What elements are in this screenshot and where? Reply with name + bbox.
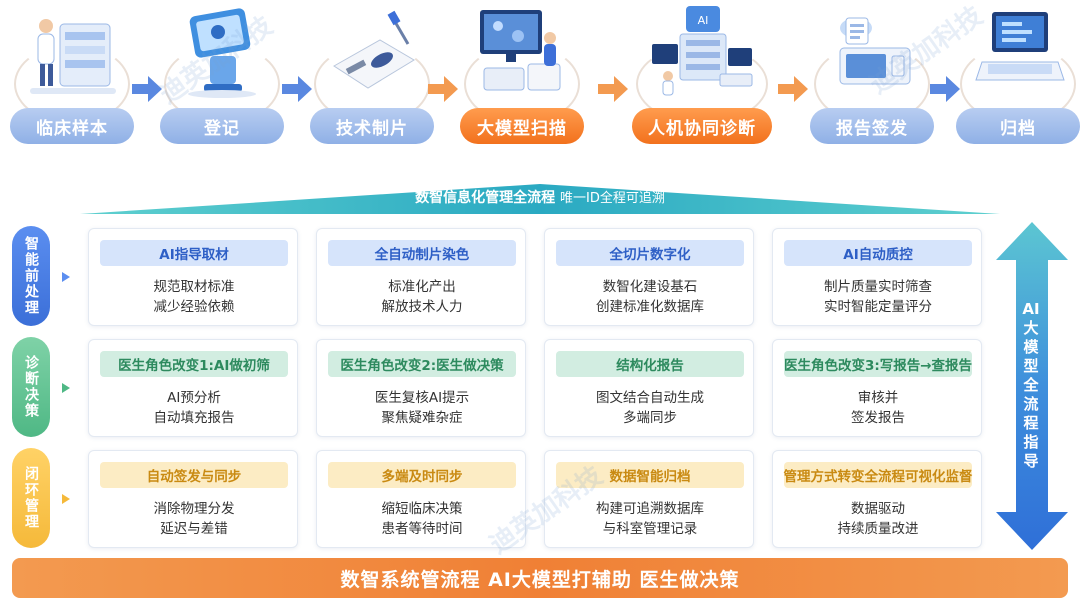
card-ai-sampling: AI指导取材 规范取材标准减少经验依赖 [88,228,298,326]
card-role-change-3: 医生角色改变3:写报告→查报告 审核并签发报告 [772,339,982,437]
card-title: 全自动制片染色 [328,240,516,266]
bottom-slogan-bar: 数智系统管流程 AI大模型打辅助 医生做决策 [12,558,1068,598]
card-visual-supervision: 管理方式转变全流程可视化监督 数据驱动持续质量改进 [772,450,982,548]
card-data-archive: 数据智能归档 构建可追溯数据库与科室管理记录 [544,450,754,548]
arrow-right-icon [282,76,312,102]
card-structured-report: 结构化报告 图文结合自动生成多端同步 [544,339,754,437]
step-report-signing[interactable]: 报告签发 [810,4,934,144]
step-label: 技术制片 [310,108,434,144]
card-line: 审核并 [857,390,899,406]
archive-laptop-icon [975,12,1065,81]
card-line: 构建可追溯数据库 [596,501,704,517]
caret-right-icon [62,272,70,282]
ai-server-diagnosis-icon: AI [652,6,753,96]
card-line: 数智化建设基石 [602,279,698,295]
step-model-scan[interactable]: 大模型扫描 [460,4,584,144]
card-title: 医生角色改变1:AI做初筛 [100,351,288,377]
scanner-monitor-icon [480,10,561,91]
step-human-ai-diagnosis[interactable]: AI 人机协同诊断 [632,4,772,144]
card-line: 制片质量实时筛查 [824,279,932,295]
step-label: 归档 [956,108,1080,144]
row-tab-preprocessing: 智能前处理 [12,226,50,326]
arrow-right-icon [428,76,458,102]
step-label: 临床样本 [10,108,134,144]
row-tab-closed-loop: 闭环管理 [12,448,50,548]
card-line: 解放技术人力 [381,299,463,315]
step-archive[interactable]: 归档 [956,4,1080,144]
card-role-change-2: 医生角色改变2:医生做决策 医生复核AI提示聚焦疑难杂症 [316,339,526,437]
card-title: 医生角色改变2:医生做决策 [328,351,516,377]
banner-title-main: 数智信息化管理全流程 [415,190,556,206]
bottom-slogan: 数智系统管流程 AI大模型打辅助 医生做决策 [340,568,740,591]
step-label: 大模型扫描 [460,108,584,144]
card-auto-signing: 自动签发与同步 消除物理分发延迟与差错 [88,450,298,548]
card-line: 自动填充报告 [153,410,235,426]
card-whole-slide: 全切片数字化 数智化建设基石创建标准化数据库 [544,228,754,326]
vertical-double-arrow-icon [996,222,1068,550]
card-line: AI预分析 [167,390,221,406]
banner-subtitle: 唯一ID全程可追溯 [560,191,665,206]
card-auto-staining: 全自动制片染色 标准化产出解放技术人力 [316,228,526,326]
step-registration[interactable]: 登记 [160,4,284,144]
caret-right-icon [62,383,70,393]
banner-title: 数智信息化管理全流程 唯一ID全程可追溯 [0,187,1080,207]
card-title: AI自动质控 [784,240,972,266]
card-line: 签发报告 [851,410,905,426]
card-line: 延迟与差错 [160,521,228,537]
step-label: 报告签发 [810,108,934,144]
arrow-right-icon [930,76,960,102]
arrow-right-icon [778,76,808,102]
card-title: 医生角色改变3:写报告→查报告 [784,351,972,377]
step-label: 人机协同诊断 [632,108,772,144]
card-title: 结构化报告 [556,351,744,377]
card-role-change-1: 医生角色改变1:AI做初筛 AI预分析自动填充报告 [88,339,298,437]
card-line: 减少经验依赖 [153,299,235,315]
card-title: 多端及时同步 [328,462,516,488]
card-title: 数据智能归档 [556,462,744,488]
report-signing-icon [839,17,911,85]
card-line: 持续质量改进 [837,521,919,537]
step-slide-preparation[interactable]: 技术制片 [310,4,434,144]
lab-scientist-icon [30,19,116,94]
card-title: 管理方式转变全流程可视化监督 [784,462,973,488]
card-line: 消除物理分发 [153,501,235,517]
arrow-right-icon [598,76,628,102]
card-title: AI指导取材 [100,240,288,266]
card-line: 患者等待时间 [381,521,463,537]
card-line: 多端同步 [623,410,677,426]
caret-right-icon [62,494,70,504]
card-line: 实时智能定量评分 [824,299,932,315]
card-line: 创建标准化数据库 [596,299,704,315]
card-line: 规范取材标准 [153,279,235,295]
card-line: 与科室管理记录 [602,521,698,537]
card-line: 缩短临床决策 [381,501,463,517]
slide-preparation-icon [333,10,415,89]
card-line: 医生复核AI提示 [374,390,470,406]
step-clinical-sample[interactable]: 临床样本 [10,4,134,144]
card-line: 图文结合自动生成 [596,390,704,406]
card-title: 自动签发与同步 [100,462,288,488]
step-label: 登记 [160,108,284,144]
registration-robot-icon [188,8,256,98]
card-line: 聚焦疑难杂症 [381,410,463,426]
card-line: 数据驱动 [851,501,905,517]
card-title: 全切片数字化 [556,240,744,266]
card-ai-qc: AI自动质控 制片质量实时筛查实时智能定量评分 [772,228,982,326]
banner-shape [80,184,1000,214]
row-tab-diagnosis: 诊断决策 [12,337,50,437]
card-line: 标准化产出 [388,279,456,295]
svg-text:AI: AI [698,14,709,27]
card-multi-sync: 多端及时同步 缩短临床决策患者等待时间 [316,450,526,548]
arrow-right-icon [132,76,162,102]
